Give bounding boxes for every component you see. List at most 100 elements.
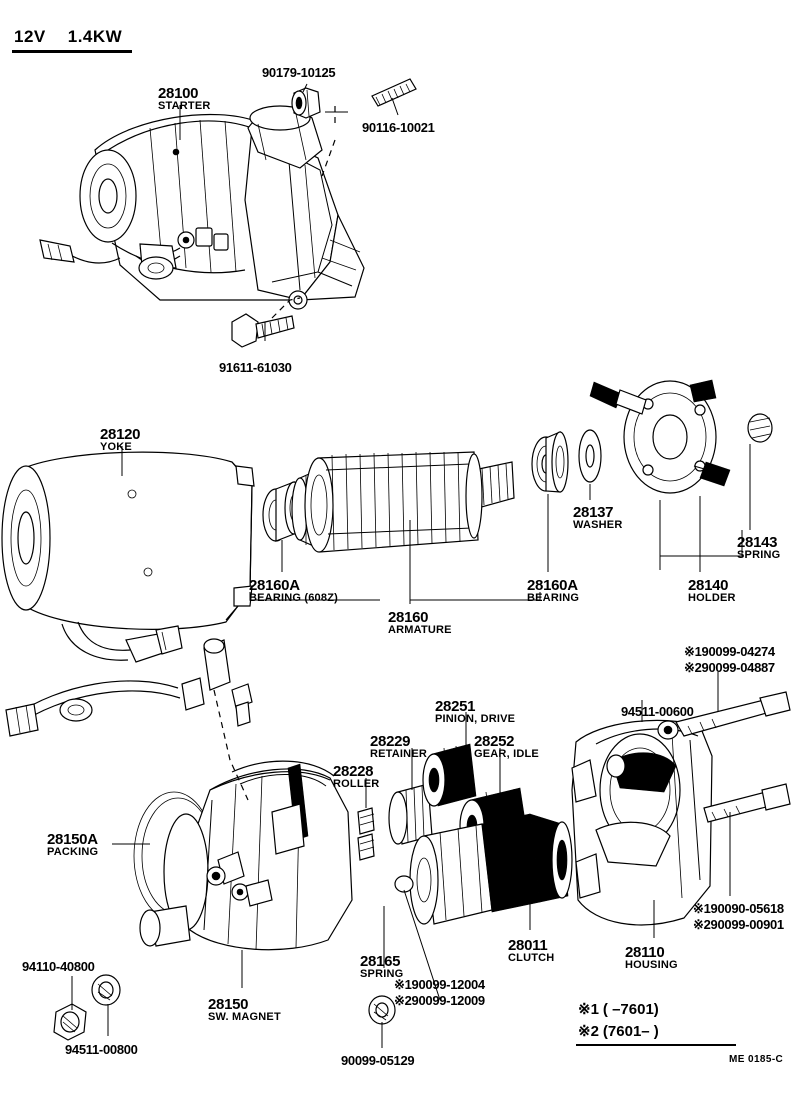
starred-part-90099-12009: ※290099-12009 [394,994,485,1007]
starred-part-90099-12004: ※190099-12004 [394,978,485,991]
starred-part-90099-04887: ※290099-04887 [684,661,775,674]
part-number: 28150 [208,996,249,1013]
part-label-90099-05129: 90099-05129 [341,1053,415,1068]
diagram-code: ME 0185-C [729,1054,784,1065]
part-name: SPRING [360,968,404,980]
nut-94511-drawing [91,974,121,1006]
header-underline [12,50,132,53]
spring-28143-drawing [747,413,773,443]
part-label-91611-61030: 91611-61030 [219,361,292,374]
part-number: 28160A [249,577,300,594]
part-number: 28140 [688,577,729,594]
footnote-mark: ※2 [693,917,711,932]
part-label-90116-10021: 90116-10021 [362,121,435,134]
starred-part-90090-05618: ※190090-05618 [693,902,784,915]
part-number: 90099-00901 [710,917,785,932]
part-name: HOLDER [688,592,736,604]
washer-90099-05129-drawing [368,995,396,1025]
part-name: PACKING [47,846,99,858]
part-number: 90090-05618 [710,901,785,916]
part-number: 28110 [625,944,665,961]
part-name: RETAINER [370,748,428,760]
washer-drawing [578,429,602,483]
part-90179-10125-icon [291,87,321,119]
part-number: 28252 [474,733,515,750]
linkage-drawing [5,638,253,801]
part-number: 28160A [527,577,578,594]
nut-94110-drawing [53,1003,87,1041]
part-number: 90099-05129 [341,1053,415,1068]
part-name: ARMATURE [388,624,452,636]
magnetic-switch-drawing [133,760,353,951]
part-number: 28137 [573,504,614,521]
starred-part-90099-04274: ※190099-04274 [684,645,775,658]
spec-header: 12V 1.4KW [14,27,122,47]
footnote-range: ( –7601) [602,1001,659,1018]
part-number: 28150A [47,831,98,848]
part-number: 91611-61030 [219,360,292,375]
footnote-range: (7601– ) [602,1023,659,1040]
footnote-mark: ※1 [693,901,711,916]
part-number: 28165 [360,953,401,970]
footnote-mark: ※2 [394,993,412,1008]
yoke-drawing [1,451,255,663]
footnote-mark: ※2 [684,660,702,675]
part-number: 28120 [100,426,141,443]
part-91611-61030-icon [231,313,295,348]
footnote-2: ※2(7601– ) [578,1022,659,1040]
clutch-drawing [394,813,573,925]
part-label-90179-10125: 90179-10125 [262,65,336,80]
part-name: HOUSING [625,959,678,971]
footnote-mark: ※1 [394,977,412,992]
part-number: 90099-04274 [701,644,776,659]
starter-assembly-drawing [39,78,417,348]
footnote-mark: ※2 [578,1023,599,1040]
part-number: 94511-00600 [621,704,694,719]
part-name: STARTER [158,100,211,112]
part-number: 28011 [508,937,548,954]
part-name: CLUTCH [508,952,555,964]
part-number: 28228 [333,763,374,780]
brush-holder-drawing [589,379,773,494]
part-label-94511-00600: 94511-00600 [621,705,694,718]
part-number: 90099-12004 [411,977,486,992]
footnote-underline [576,1044,736,1046]
part-number: 90099-04887 [701,660,776,675]
part-name: ROLLER [333,778,380,790]
housing-drawing [571,691,791,926]
starred-part-90099-00901: ※290099-00901 [693,918,784,931]
spec-power: 1.4KW [67,27,123,46]
part-number: 90099-12009 [411,993,486,1008]
part-name: YOKE [100,441,132,453]
part-name: BEARING (608Z) [249,592,338,604]
part-label-94110-40800: 94110-40800 [22,960,95,973]
part-name: BEARING [527,592,580,604]
part-number: 28251 [435,698,476,715]
part-name: PINION, DRIVE [435,713,516,725]
footnote-mark: ※1 [578,1001,599,1018]
armature-drawing [262,451,515,553]
bearing-right-drawing [531,431,569,493]
part-name: GEAR, IDLE [474,748,539,760]
part-name: WASHER [573,519,623,531]
spec-voltage: 12V [14,27,46,46]
part-name: SW. MAGNET [208,1011,281,1023]
part-number: 28160 [388,609,429,626]
part-number: 90179-10125 [262,65,336,80]
footnote-1: ※1( –7601) [578,1000,659,1018]
part-number: 94110-40800 [22,959,95,974]
part-number: 28143 [737,534,778,551]
